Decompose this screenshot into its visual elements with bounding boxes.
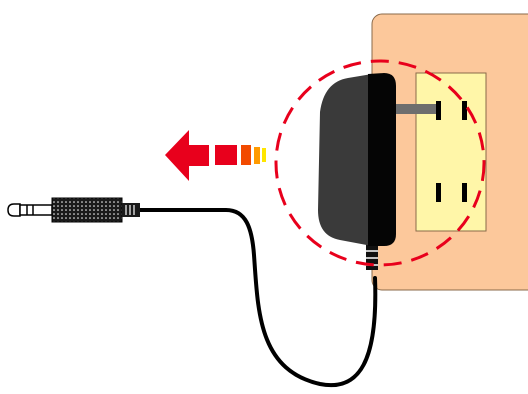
outlet-slot: [436, 101, 441, 120]
arrow-block-3: [254, 147, 260, 164]
plug-grip: [51, 197, 123, 223]
plug-tip: [7, 203, 21, 217]
plug-collar: [122, 203, 140, 217]
power-outlet: [415, 72, 487, 232]
adapter-body-dark: [368, 73, 396, 246]
outlet-face: [415, 72, 487, 232]
outlet-slot: [436, 183, 441, 202]
outlet-slot: [462, 101, 467, 120]
arrow-block-1: [215, 145, 237, 165]
plug-shaft: [19, 204, 53, 216]
power-cable: [138, 208, 378, 388]
arrow-block-4: [262, 148, 266, 162]
arrow-head: [165, 130, 209, 181]
dc-plug: [7, 197, 140, 223]
outlet-slot: [462, 183, 467, 202]
adapter-prong: [395, 104, 436, 114]
dashed-highlight-circle: [274, 59, 486, 267]
arrow-block-2: [241, 145, 251, 165]
adapter-body-light: [318, 74, 372, 246]
ac-adapter: [318, 73, 396, 246]
pull-out-arrow: [165, 130, 266, 181]
